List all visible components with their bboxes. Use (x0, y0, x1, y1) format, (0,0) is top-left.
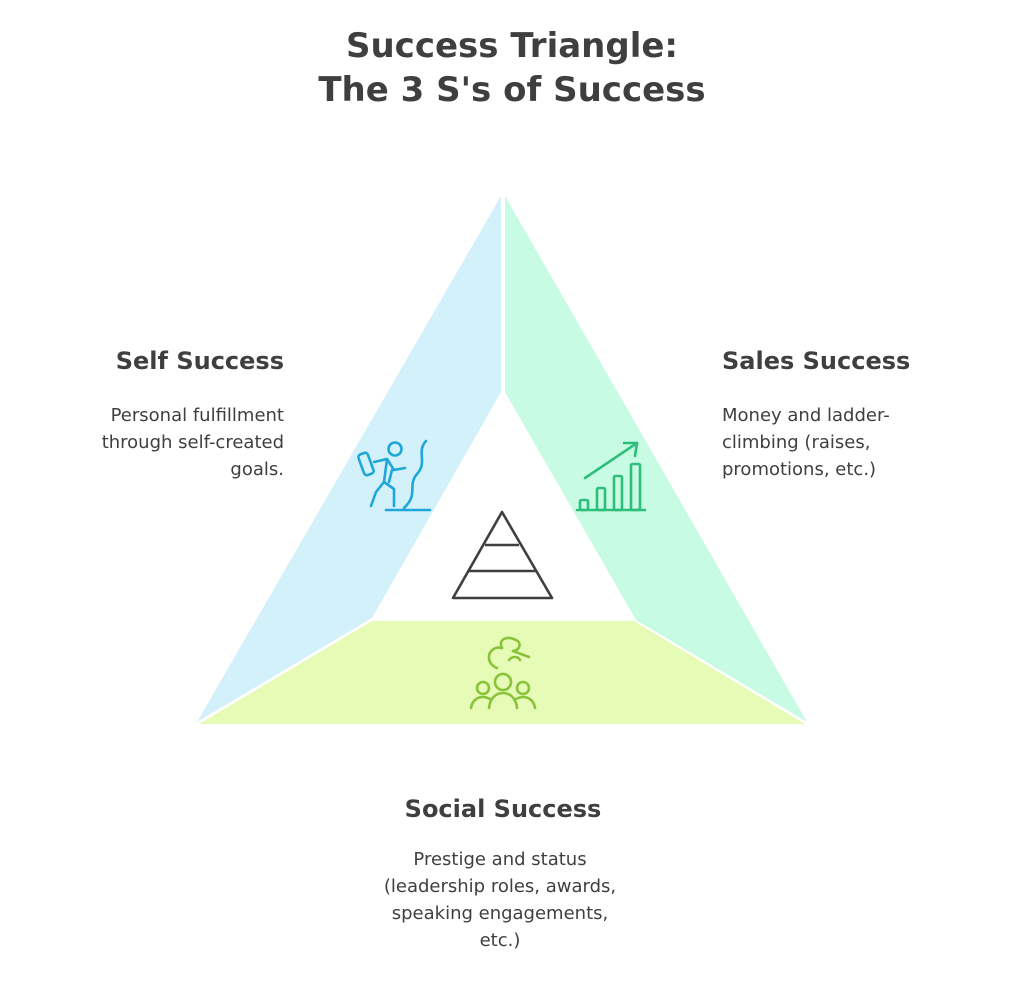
self-success-heading: Self Success (115, 347, 284, 375)
social-success-description-line: speaking engagements, (391, 903, 609, 924)
self-segment (197, 196, 501, 722)
self-success-description-line: goals. (230, 459, 284, 480)
diagram-title-line-2: The 3 S's of Success (318, 70, 706, 110)
group-recognition-icon (469, 636, 537, 710)
sales-success-heading: Sales Success (722, 347, 911, 375)
social-success-description-line: Prestige and status (413, 849, 587, 870)
sales-success-description-line: Money and ladder- (722, 405, 890, 426)
social-success-heading: Social Success (404, 795, 602, 823)
social-success-description-line: etc.) (479, 930, 521, 951)
self-success-description-line: Personal fulfillment (110, 405, 284, 426)
social-segment (199, 621, 805, 724)
social-success-description: Prestige and status (leadership roles, a… (0, 846, 1000, 954)
self-success-description-line: through self-created (101, 432, 284, 453)
social-success-description-line: (leadership roles, awards, (383, 876, 617, 897)
climber-icon (357, 439, 432, 512)
self-success-description: Personal fulfillment through self-create… (102, 402, 284, 483)
growth-chart-icon (575, 441, 647, 512)
sales-segment (505, 196, 807, 722)
diagram-title-line-1: Success Triangle: (345, 26, 679, 66)
sales-success-description-line: promotions, etc.) (722, 459, 877, 480)
sales-success-description: Money and ladder- climbing (raises, prom… (722, 402, 890, 483)
sales-success-description-line: climbing (raises, (722, 432, 871, 453)
pyramid-icon (451, 510, 554, 600)
